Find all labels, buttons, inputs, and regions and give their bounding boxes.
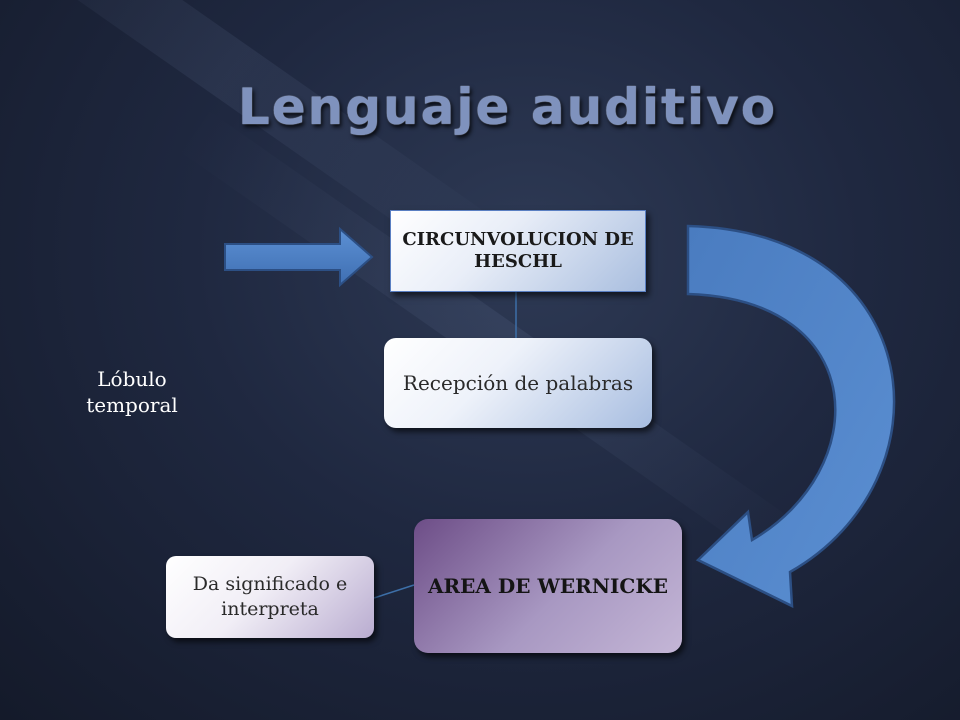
lobulo-temporal-label: Lóbulo temporal [86, 367, 178, 417]
node-significado: Da significado e interpreta [166, 556, 374, 638]
node-recepcion-palabras: Recepción de palabras [384, 338, 652, 428]
node-area-wernicke: AREA DE WERNICKE [414, 519, 682, 653]
node-circunvolucion-heschl: CIRCUNVOLUCION DE HESCHL [390, 210, 646, 292]
curved-arrow [686, 224, 896, 609]
slide-title: Lenguaje auditivo [237, 78, 778, 136]
connector-significado-wernicke [373, 584, 415, 599]
input-arrow [224, 226, 374, 288]
